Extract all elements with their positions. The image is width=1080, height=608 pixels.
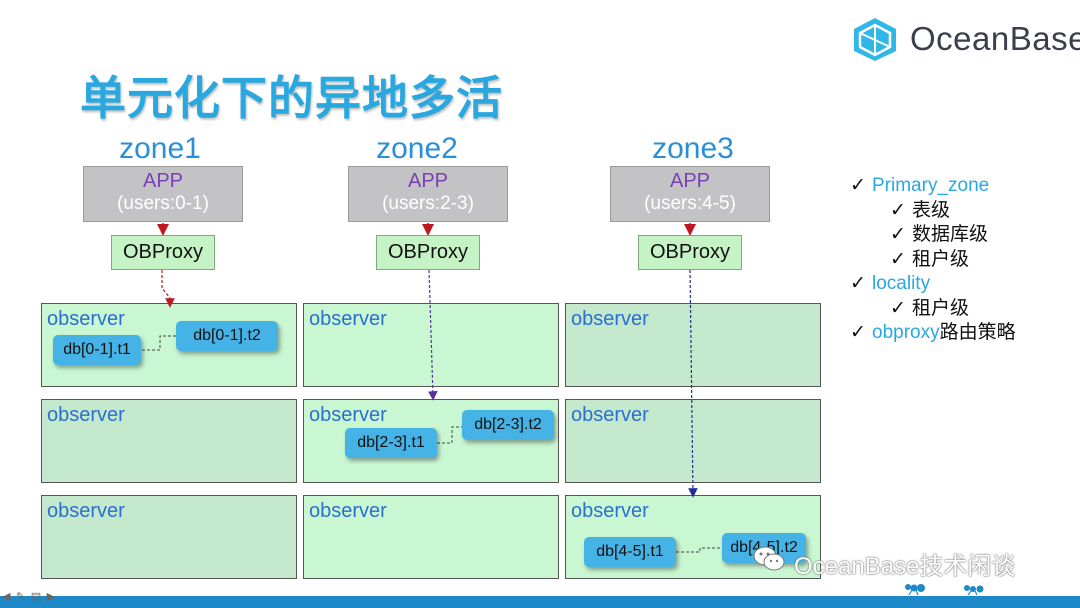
- table-link: [142, 335, 176, 351]
- list-item: ✓ locality: [850, 272, 1016, 297]
- check-icon: ✓: [890, 224, 906, 245]
- zone-label: zone1: [119, 132, 201, 165]
- observer-node: observer: [41, 495, 297, 579]
- prev-icon[interactable]: ◀: [2, 590, 12, 603]
- bullet-text-highlight: obproxy: [872, 322, 940, 343]
- table-chip: db[2-3].t2: [462, 410, 554, 440]
- hexagon-logo-icon: [854, 18, 896, 61]
- bullet-text: 表级: [912, 199, 951, 221]
- list-item: ✓ Primary_zone: [850, 174, 1016, 199]
- observer-label: observer: [571, 308, 649, 330]
- app-name: APP: [669, 170, 711, 192]
- observer-label: observer: [571, 500, 649, 522]
- observer-node: observer: [303, 495, 559, 579]
- table-link: [676, 547, 722, 553]
- bullet-text: 租户级: [912, 248, 970, 270]
- bullet-text: Primary_zone: [872, 175, 990, 196]
- ant-icon: [905, 584, 925, 596]
- table-chip: db[0-1].t1: [53, 335, 141, 365]
- check-icon: ✓: [890, 248, 906, 270]
- observer-label: observer: [571, 404, 649, 426]
- check-icon: ✓: [850, 322, 866, 343]
- zone2-route: [428, 269, 438, 401]
- next-icon[interactable]: ▶: [46, 590, 57, 603]
- observer-node: observer: [565, 399, 821, 483]
- observer-label: observer: [47, 404, 125, 426]
- app-name: APP: [142, 170, 184, 192]
- app-box: APP (users:4-5): [610, 166, 770, 222]
- zone1-route: [161, 270, 175, 308]
- app-users: (users:2-3): [382, 193, 474, 214]
- list-item: ✓ 表级: [850, 199, 1016, 224]
- app-users: (users:0-1): [117, 193, 209, 214]
- observer-node: observer: [41, 399, 297, 483]
- check-icon: ✓: [850, 175, 866, 196]
- zone-label: zone2: [376, 132, 458, 165]
- bullet-text: locality: [872, 273, 931, 294]
- table-link: [437, 426, 462, 444]
- check-icon: ✓: [890, 297, 906, 319]
- wechat-icon: [753, 546, 785, 571]
- logo-text: OceanBase: [910, 20, 1080, 57]
- observer-label: observer: [47, 500, 125, 522]
- table-chip: db[2-3].t1: [345, 428, 437, 458]
- table-chip: db[0-1].t2: [176, 321, 278, 351]
- obproxy-box: OBProxy: [376, 235, 480, 270]
- list-item: ✓ 租户级: [850, 297, 1016, 322]
- bottom-bar: [0, 596, 1080, 608]
- menu-icon[interactable]: ▤: [30, 590, 43, 603]
- list-item: ✓ 数据库级: [850, 223, 1016, 248]
- observer-node: observer: [565, 303, 821, 387]
- oceanbase-logo: OceanBase: [850, 16, 1080, 66]
- app-users: (users:4-5): [644, 193, 736, 214]
- observer-label: observer: [309, 404, 387, 426]
- slide-nav-controls[interactable]: ◀ ✎ ▤ ▶: [2, 590, 56, 603]
- feature-list: ✓ Primary_zone ✓ 表级 ✓ 数据库级 ✓ 租户级 ✓ locality ✓…: [850, 174, 1016, 346]
- ant-icon: [964, 585, 984, 596]
- app-box: APP (users:2-3): [348, 166, 508, 222]
- obproxy-box: OBProxy: [638, 235, 742, 270]
- watermark-text: OceanBase技术闲谈: [794, 553, 1016, 580]
- bullet-text: 路由策略: [939, 322, 1016, 343]
- app-box: APP (users:0-1): [83, 166, 243, 222]
- pen-icon[interactable]: ✎: [15, 590, 27, 603]
- zone-label: zone3: [652, 132, 734, 165]
- list-item: ✓ obproxy路由策略: [850, 321, 1016, 346]
- observer-label: observer: [309, 500, 387, 522]
- list-item: ✓ 租户级: [850, 248, 1016, 273]
- zone3-route: [688, 269, 698, 498]
- check-icon: ✓: [890, 199, 906, 221]
- bullet-text: 数据库级: [912, 224, 989, 245]
- slide-title: 单元化下的异地多活: [80, 71, 503, 125]
- observer-label: observer: [47, 308, 125, 330]
- check-icon: ✓: [850, 273, 866, 294]
- table-chip: db[4-5].t1: [584, 537, 676, 567]
- bullet-text: 租户级: [912, 297, 970, 319]
- obproxy-box: OBProxy: [111, 235, 215, 270]
- observer-label: observer: [309, 308, 387, 330]
- app-name: APP: [407, 170, 449, 192]
